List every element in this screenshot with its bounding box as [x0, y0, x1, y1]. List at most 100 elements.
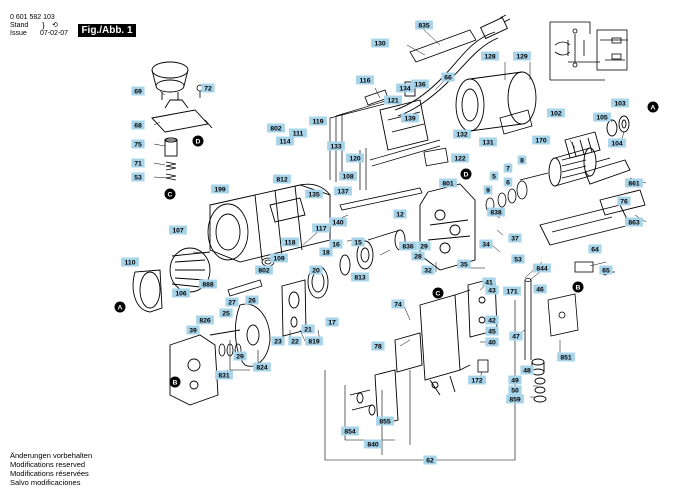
part-label-box	[351, 237, 365, 247]
part-number: 41	[485, 280, 493, 287]
part-number: 118	[285, 240, 296, 247]
part-label: 62	[423, 455, 437, 465]
part-label: 48	[520, 365, 534, 375]
part-label: 50	[508, 385, 522, 395]
part-label: 74	[391, 299, 405, 309]
part-label-box	[401, 113, 419, 123]
part-label-box	[517, 155, 527, 165]
part-number: 62	[426, 458, 434, 465]
part-label: 131	[479, 137, 497, 147]
part-label: 42	[485, 315, 499, 325]
part-label: 170	[532, 135, 550, 145]
part-number: 114	[280, 139, 291, 146]
part-label-box	[533, 263, 551, 273]
part-label-box	[532, 135, 550, 145]
part-number: 35	[460, 262, 468, 269]
marker-circle	[192, 135, 204, 147]
marker-a: A	[647, 101, 659, 113]
part-number: 64	[591, 247, 599, 254]
part-label-box	[364, 439, 382, 449]
part-number: 109	[273, 256, 285, 263]
part-number: 9	[486, 188, 490, 195]
part-label-box	[211, 184, 229, 194]
part-label-box	[485, 337, 499, 347]
part-label: 801	[439, 178, 457, 188]
part-number: 40	[488, 340, 496, 347]
part-number: 130	[374, 41, 386, 48]
part-label-box	[289, 128, 307, 138]
roller-set	[531, 358, 547, 403]
part-label-box	[273, 174, 291, 184]
part-label: 6	[503, 177, 513, 187]
part-label: 106	[172, 288, 190, 298]
part-label: 25	[219, 308, 233, 318]
part-label: 108	[339, 171, 357, 181]
brace-icon: }	[42, 21, 45, 30]
part-label-box	[270, 253, 288, 263]
part-number: 53	[514, 257, 522, 264]
part-number: 831	[218, 373, 230, 380]
part-number: 21	[304, 327, 312, 334]
part-label: 838	[487, 207, 505, 217]
part-label: 29	[233, 351, 247, 361]
part-label: 851	[557, 352, 575, 362]
part-label: 16	[329, 239, 343, 249]
part-label: 888	[199, 279, 217, 289]
part-label: 129	[513, 51, 531, 61]
part-number: 171	[506, 289, 518, 296]
part-label: 844	[533, 263, 551, 273]
footer-line-de: Änderungen vorbehalten	[10, 451, 93, 460]
footer-line-en: Modifications reserved	[10, 460, 86, 469]
part-number: 71	[134, 161, 142, 168]
part-number: 72	[204, 86, 212, 93]
sleeve	[164, 137, 178, 157]
part-number: 16	[332, 242, 340, 249]
part-label-box	[453, 129, 471, 139]
part-label-box	[334, 186, 352, 196]
saw-rod	[524, 278, 579, 360]
part-label: 76	[617, 196, 631, 206]
part-label-box	[288, 336, 302, 346]
part-label: 824	[253, 362, 271, 372]
part-label: 53	[131, 172, 145, 182]
stand-label: Stand	[10, 22, 29, 29]
part-number: 802	[270, 126, 282, 133]
part-label-box	[625, 178, 643, 188]
part-number: 801	[442, 181, 454, 188]
marker-a: A	[114, 301, 126, 313]
part-label-box	[451, 153, 469, 163]
part-label: 120	[346, 153, 364, 163]
part-number: 802	[258, 268, 270, 275]
part-number: 107	[172, 228, 184, 235]
part-label: 46	[533, 284, 547, 294]
part-label: 812	[273, 174, 291, 184]
part-label-box	[356, 75, 374, 85]
part-label-box	[271, 336, 285, 346]
part-label: 139	[401, 113, 419, 123]
part-number: 20	[312, 268, 320, 275]
part-label: 75	[131, 139, 145, 149]
marker-d: D	[460, 168, 472, 180]
part-label-box	[411, 79, 429, 89]
part-label-box	[301, 324, 315, 334]
part-number: 134	[399, 86, 411, 93]
part-label: 18	[319, 247, 333, 257]
field-coil	[169, 247, 211, 293]
part-label-box	[253, 362, 271, 372]
part-number: 22	[291, 339, 299, 346]
part-label-box	[533, 284, 547, 294]
brush-bar	[227, 279, 263, 297]
part-label-box	[508, 375, 522, 385]
marker-b: B	[572, 281, 584, 293]
part-label-box	[439, 178, 457, 188]
part-label-box	[329, 217, 347, 227]
part-label: 133	[327, 141, 345, 151]
part-label: 135	[305, 189, 323, 199]
part-label-box	[309, 265, 323, 275]
part-label-box	[503, 163, 513, 173]
edit-icon: ⟲	[52, 22, 58, 29]
part-label-box	[483, 185, 493, 195]
part-label-box	[485, 285, 499, 295]
part-number: 43	[488, 288, 496, 295]
part-number: 199	[214, 187, 226, 194]
